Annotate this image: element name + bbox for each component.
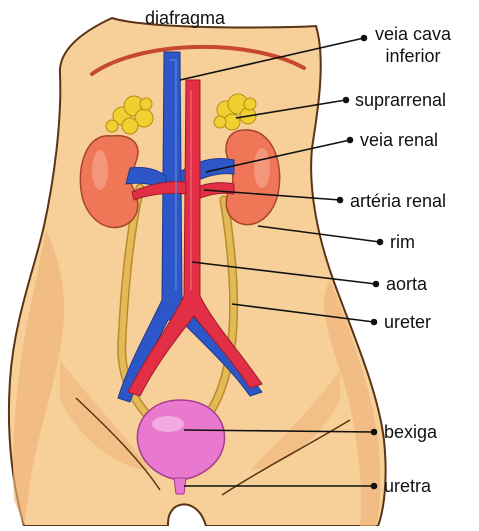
bladder-highlight	[152, 416, 184, 432]
label-uretra: uretra	[384, 476, 432, 496]
right-kidney	[226, 130, 280, 225]
left-kidney-highlight	[92, 150, 108, 190]
label-suprarrenal: suprarrenal	[355, 90, 446, 110]
label-ureter: ureter	[384, 312, 431, 332]
label-arteria-renal: artéria renal	[350, 191, 446, 211]
label-rim: rim	[390, 232, 415, 252]
label-diafragma: diafragma	[145, 8, 226, 28]
label-veia-cava-line2: inferior	[385, 46, 440, 66]
label-aorta: aorta	[386, 274, 428, 294]
right-kidney-highlight	[254, 148, 270, 188]
label-veia-cava-line1: veia cava	[375, 24, 452, 44]
label-veia-renal: veia renal	[360, 130, 438, 150]
label-bexiga: bexiga	[384, 422, 438, 442]
